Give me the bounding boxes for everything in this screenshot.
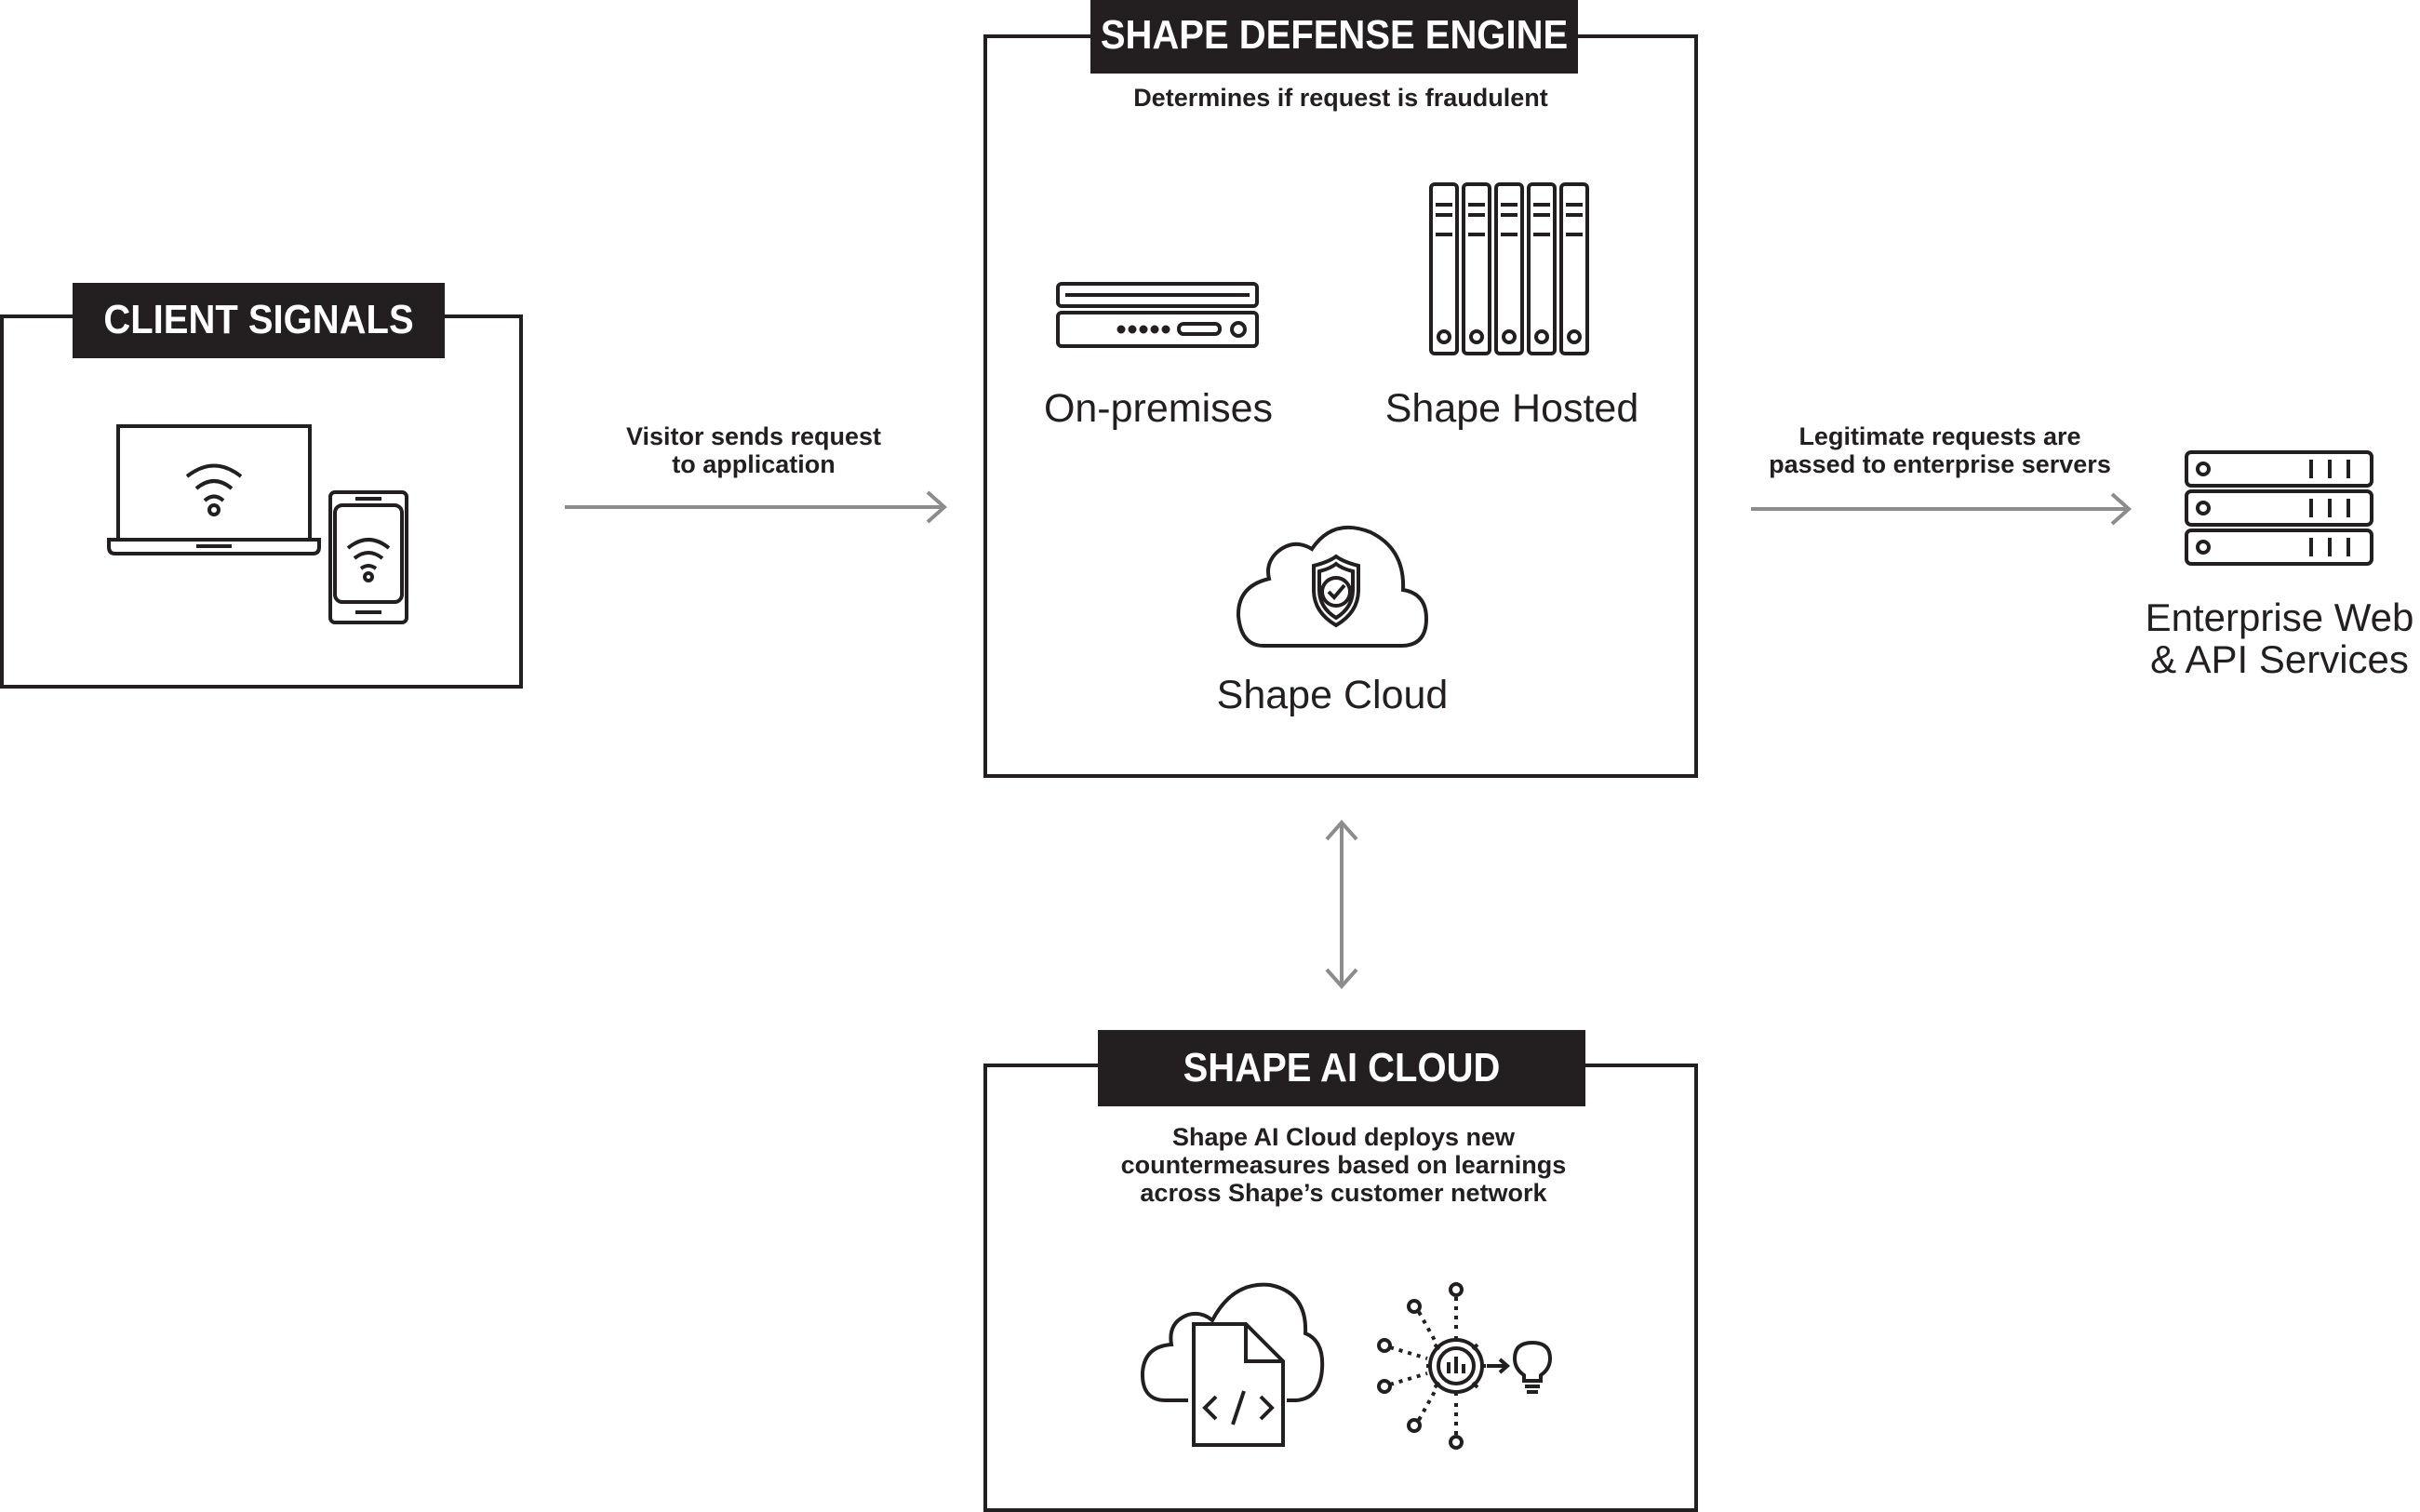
shape-hosted-label: Shape Hosted <box>1384 386 1639 431</box>
defense-engine-title: SHAPE DEFENSE ENGINE <box>1090 0 1578 74</box>
laptop-wifi-icon <box>107 423 321 568</box>
server-stack-icon <box>2185 449 2375 570</box>
ai-gear-icon <box>1377 1282 1554 1456</box>
ai-cloud-box <box>983 1064 1698 1512</box>
ai-cloud-title: SHAPE AI CLOUD <box>1098 1029 1585 1107</box>
client-signals-title: CLIENT SIGNALS <box>73 283 445 358</box>
defense-engine-box <box>983 34 1698 778</box>
cloud-code-icon <box>1140 1279 1326 1456</box>
legit-arrow <box>1749 490 2135 532</box>
server-rack-icon <box>1428 181 1591 363</box>
bidirectional-arrow <box>1323 819 1360 996</box>
ai-cloud-subtitle: Shape AI Cloud deploys new countermeasur… <box>1120 1123 1567 1207</box>
enterprise-label-line2: & API Services <box>2150 637 2409 681</box>
cloud-shield-icon <box>1236 521 1431 656</box>
phone-wifi-icon <box>328 490 409 630</box>
defense-engine-subtitle: Determines if request is fraudulent <box>1133 84 1548 112</box>
on-premises-label: On-premises <box>1043 386 1274 431</box>
server-appliance-icon <box>1056 282 1259 354</box>
shape-cloud-label: Shape Cloud <box>1216 673 1449 717</box>
lightbulb-icon <box>1512 1340 1554 1400</box>
client-signals-box <box>0 314 523 689</box>
visitor-arrow <box>563 488 954 530</box>
legit-arrow-label: Legitimate requests are passed to enterp… <box>1769 422 2111 478</box>
visitor-arrow-label: Visitor sends request to application <box>625 422 882 478</box>
enterprise-label-line1: Enterprise Web <box>2145 595 2414 639</box>
